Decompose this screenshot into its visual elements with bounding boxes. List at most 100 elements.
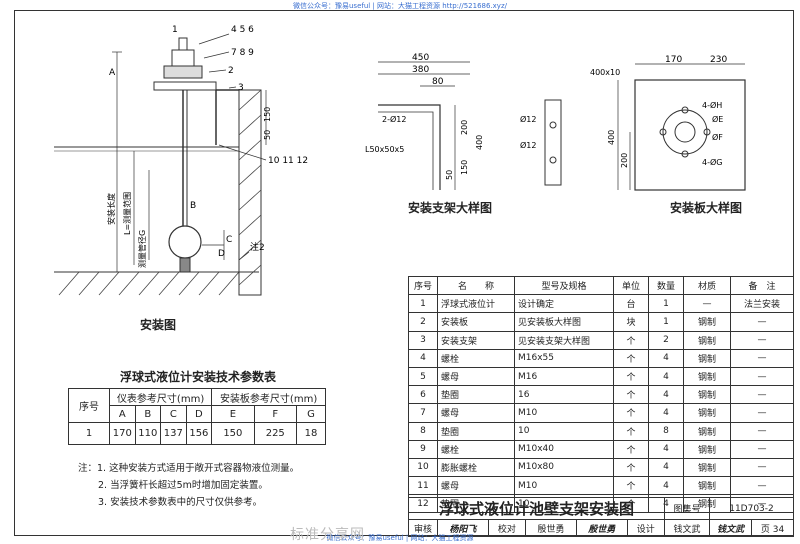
dim-B: B [190,201,196,211]
plate-size: 400x400x10 [590,68,620,77]
bracket-d200: 200 [460,120,469,135]
material-cell: 10 [514,421,614,441]
material-cell: 7 [408,403,438,423]
check-signature: 殷世勇 [575,519,628,537]
material-cell: M10x40 [514,439,614,459]
material-cell: M10x80 [514,457,614,478]
material-cell: 法兰安装 [730,294,794,314]
atlas-number: 11D703-2 [709,497,794,520]
bracket-d50: 50 [445,170,454,180]
mat-header: 备 注 [730,275,794,296]
note-item: 2. 当浮簧杆长超过5m时增加固定装置。 [98,480,268,491]
mat-header: 材质 [683,275,731,296]
material-cell: 10 [408,457,438,478]
material-cell: 台 [613,294,649,314]
plate-caption: 安装板大样图 [670,201,743,215]
mat-header: 序号 [408,275,438,296]
drawing-title: 浮球式液位计池壁支架安装图 [408,497,665,520]
page-number: 34 [772,524,785,535]
material-cell: M16 [514,366,614,387]
param-cell: 18 [295,422,327,445]
mat-header: 型号及规格 [514,275,614,296]
material-cell: 个 [613,330,649,350]
top-watermark: 微信公众号：豫易useful | 网站：大猫工程资源 http://521686… [293,2,507,10]
bracket-d150: 150 [460,160,469,175]
material-cell: 螺母 [437,366,515,387]
material-cell: 3 [408,330,438,350]
material-cell: 钢制 [683,457,731,478]
param-table-title: 浮球式液位计安装技术参数表 [120,370,277,384]
material-cell: 4 [408,348,438,368]
param-subheader: B [134,405,162,423]
material-cell: 浮球式液位计 [437,294,515,314]
material-cell: — [730,476,794,496]
material-cell: 钢制 [683,385,731,405]
material-cell: M10 [514,403,614,423]
plate-d170: 170 [665,55,682,65]
param-cell: 150 [211,422,255,445]
material-cell: 4 [648,385,684,405]
material-cell: 个 [613,385,649,405]
param-subheader: F [253,405,297,423]
material-cell: 安装支架 [437,330,515,350]
material-cell: — [683,294,731,314]
title-block: 浮球式液位计池壁支架安装图 图集号 11D703-2 审核 杨阳飞 校对 殷世勇… [408,497,794,537]
label-part-101112: 10 11 12 [268,156,308,166]
param-subheader: G [295,405,327,423]
bracket-d80: 80 [432,77,444,87]
param-subheader: E [211,405,255,423]
atlas-label: 图集号 [664,497,710,520]
param-table: 序号 仪表参考尺寸(mm) 安装板参考尺寸(mm) A B C D E F G … [68,388,327,445]
mat-header: 名 称 [437,275,515,296]
material-cell: 9 [408,439,438,459]
material-cell: 个 [613,421,649,441]
param-cell: 137 [160,422,187,445]
page-label: 页 [760,524,770,535]
material-cell: 1 [648,294,684,314]
material-cell: 16 [514,385,614,405]
design-name: 钱文武 [664,519,710,537]
material-cell: — [730,403,794,423]
bracket-d380: 380 [412,65,429,75]
dim-A: A [109,68,116,78]
material-cell: 个 [613,457,649,478]
material-cell: — [730,457,794,478]
material-cell: 安装板 [437,312,515,332]
material-cell: 4 [648,366,684,387]
bracket-d400: 400 [475,135,484,150]
material-cell: 个 [613,403,649,423]
material-cell: 螺母 [437,476,515,496]
param-cell-seq: 1 [68,422,110,445]
material-cell: 个 [613,348,649,368]
plate-phiF: ØF [712,132,723,142]
install-diagram: 4 5 6 7 8 9 2 3 1 10 11 12 注2 A B C D 15… [54,25,308,296]
material-cell: 4 [648,439,684,459]
material-cell: 钢制 [683,348,731,368]
material-cell: — [730,439,794,459]
material-cell: — [730,330,794,350]
material-cell: 5 [408,366,438,387]
label-note2: 注2 [250,241,265,253]
v-L-range: L=测量范围 [122,192,132,235]
param-subheader: D [185,405,213,423]
plate-d400: 400 [607,130,616,145]
bracket-caption: 安装支架大样图 [408,201,493,215]
install-caption: 安装图 [140,318,177,332]
plate-d230: 230 [710,55,727,65]
bracket-2phi12: 2-Ø12 [382,114,406,124]
plate-phiE: ØE [712,114,723,124]
material-cell: M16x55 [514,348,614,368]
dim-50: 50 [263,130,272,140]
bracket-phi12b: Ø12 [520,140,536,150]
material-cell: 钢制 [683,403,731,423]
plate-detail: 170 230 400x400x10 400 200 4-ØH ØE ØF 4-… [590,55,746,191]
material-cell: 膨胀螺栓 [437,457,515,478]
material-cell: 垫圈 [437,421,515,441]
material-cell: 8 [408,421,438,441]
